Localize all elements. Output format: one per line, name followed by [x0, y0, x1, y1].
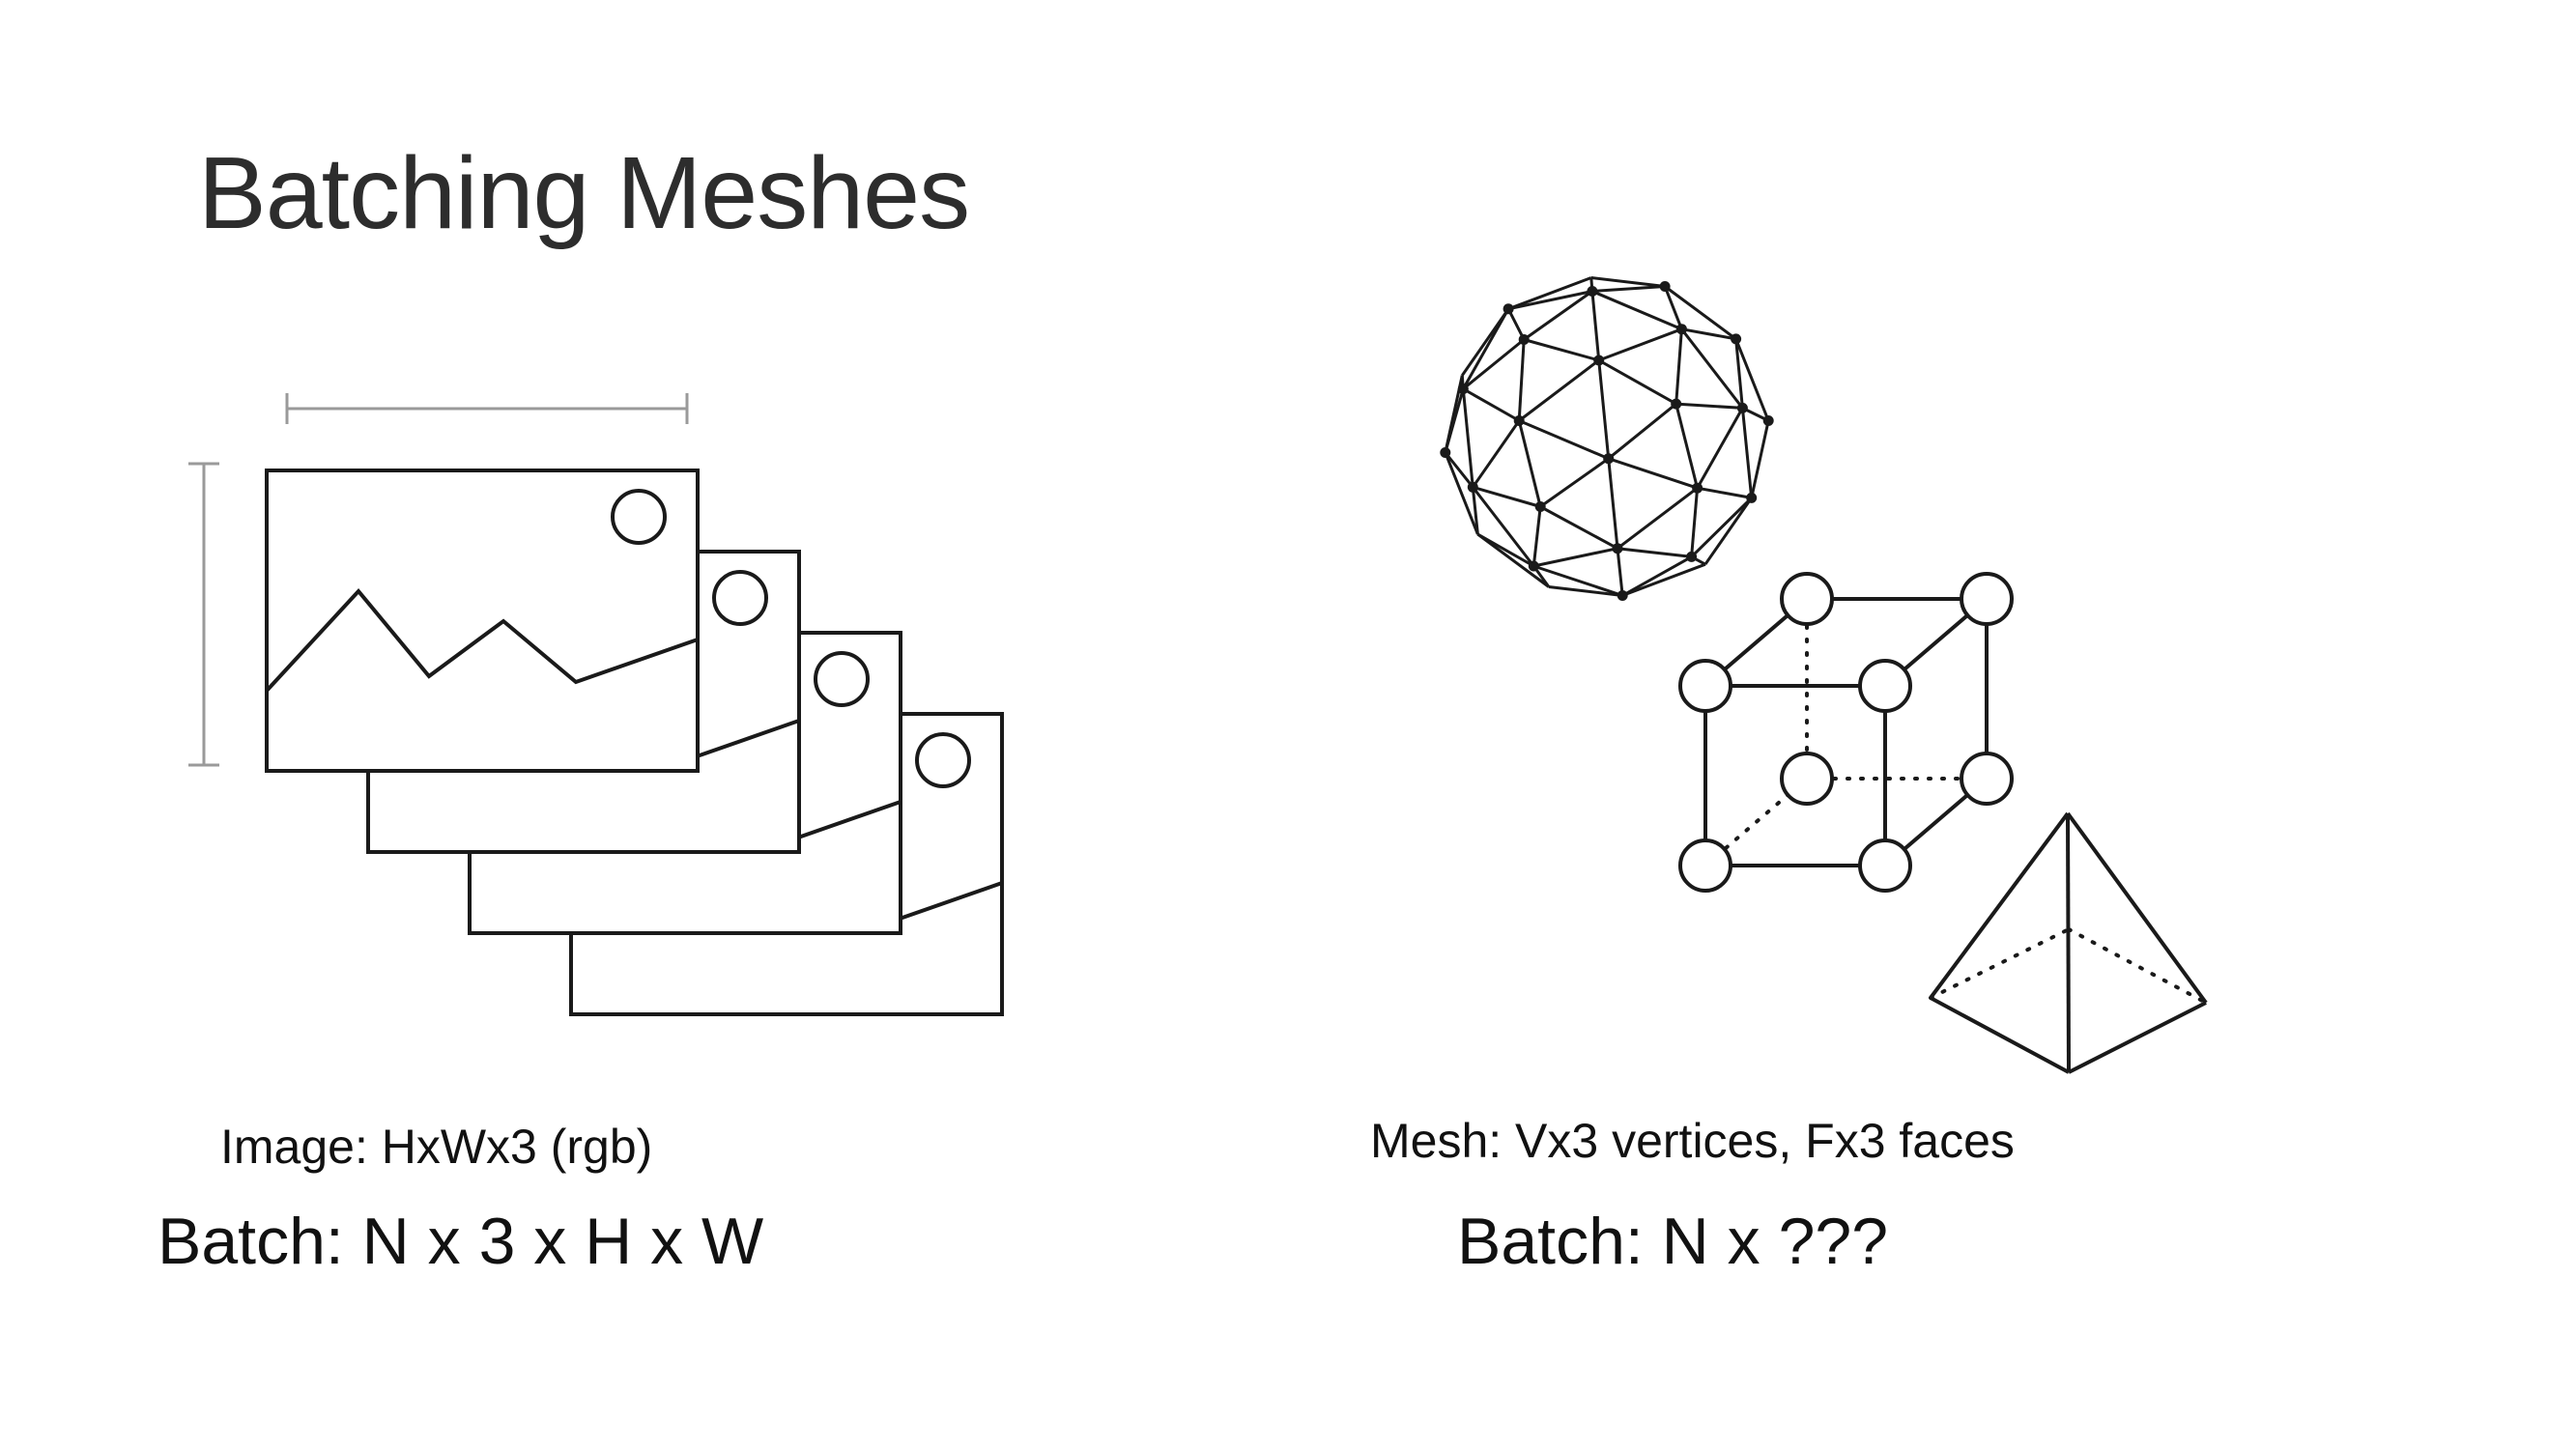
cube-figure: [1678, 572, 2014, 893]
image-batch-caption: Batch: N x 3 x H x W: [157, 1205, 764, 1278]
image-dimensions-caption: Image: HxWx3 (rgb): [220, 1120, 653, 1174]
width-dimension-line: [285, 393, 689, 424]
height-dimension-line: [188, 462, 219, 767]
icosphere-figure: [1440, 276, 1774, 601]
pyramid-figure: [1929, 811, 2208, 1074]
mesh-batch-caption: Batch: N x ???: [1457, 1205, 1889, 1278]
page-title: Batching Meshes: [198, 136, 970, 250]
mesh-dimensions-caption: Mesh: Vx3 vertices, Fx3 faces: [1370, 1114, 2015, 1168]
image-card: [265, 469, 700, 773]
image-stack-figure: [265, 469, 1004, 1016]
